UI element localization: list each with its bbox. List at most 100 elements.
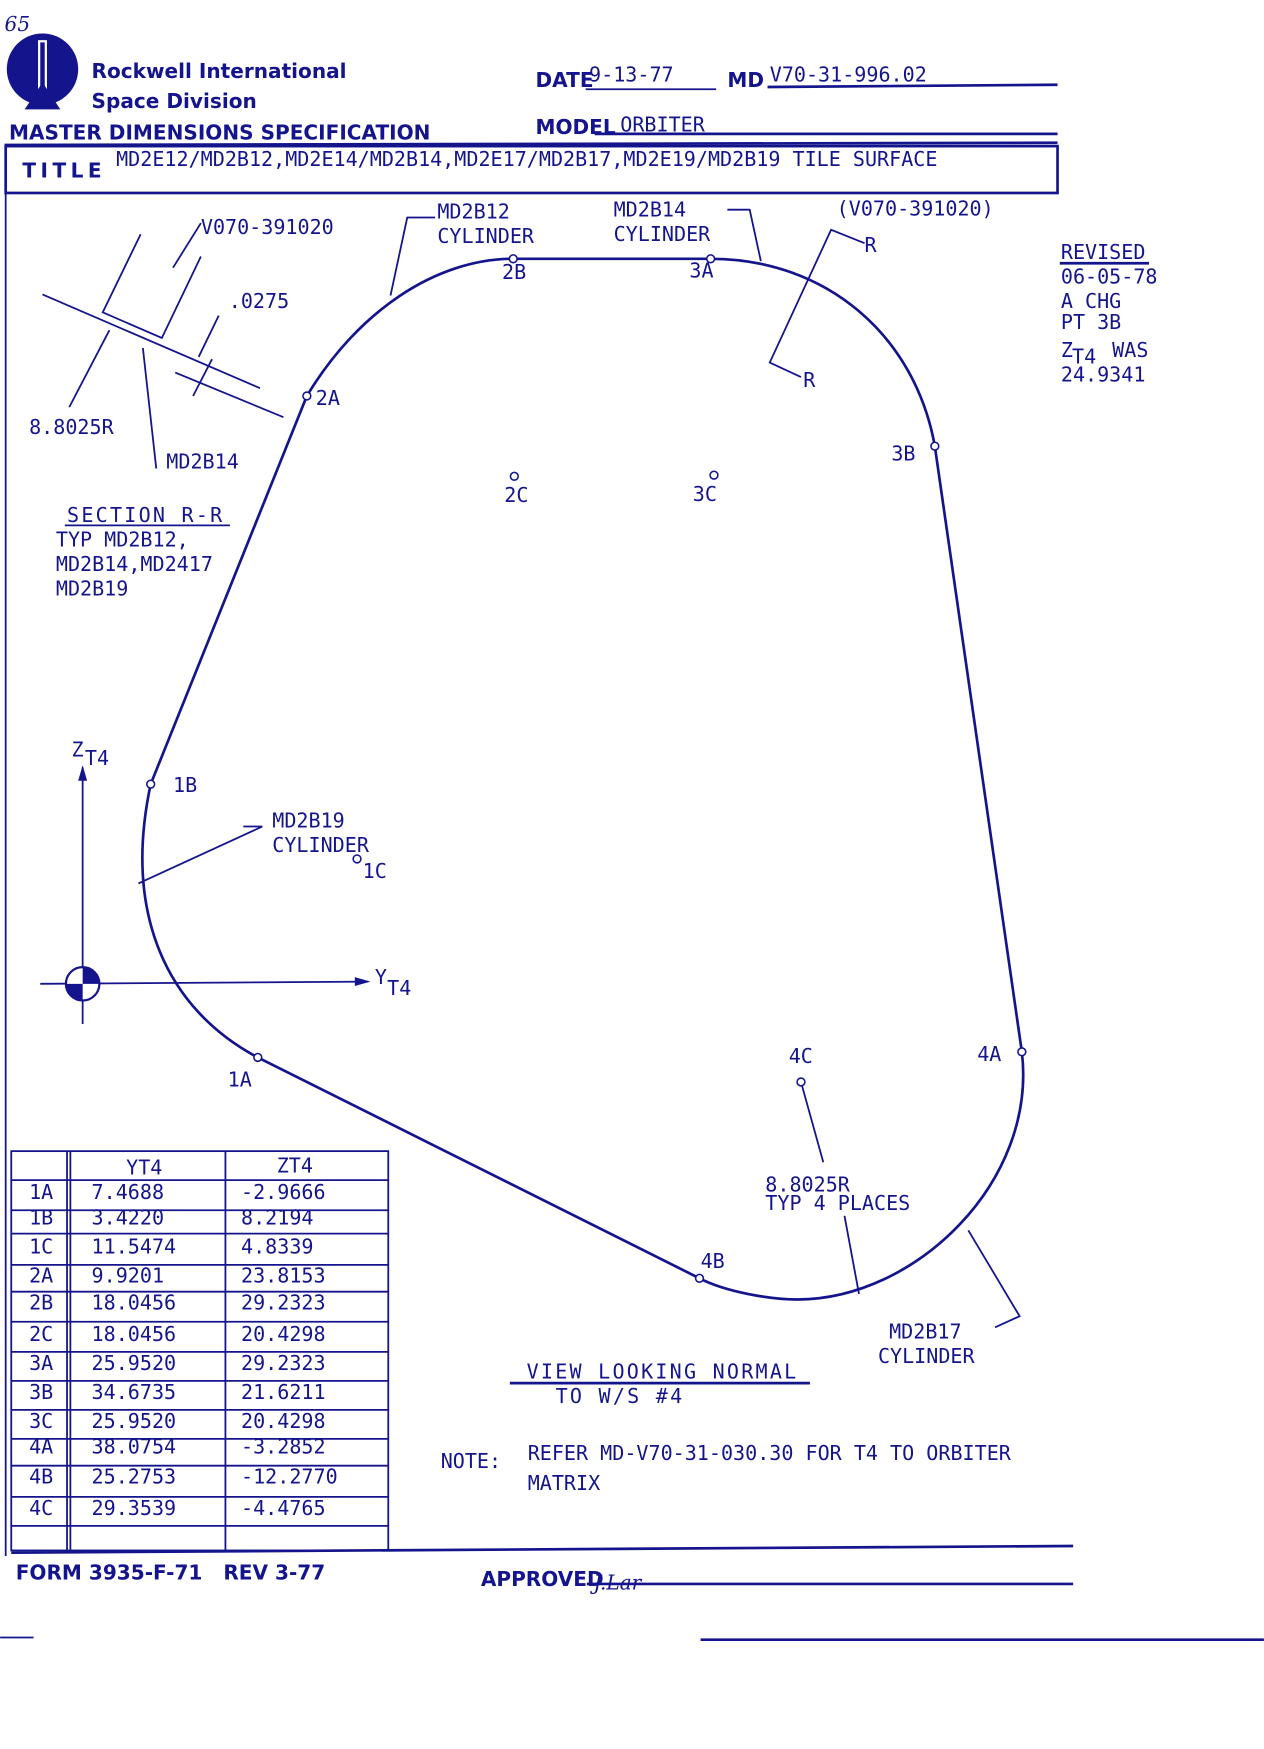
yt4-cell: 25.2753 [92, 1465, 177, 1489]
y-axis-sub: T4 [387, 976, 411, 1000]
point-markers [146, 254, 1027, 1283]
yt4-cell: 11.5474 [92, 1235, 177, 1259]
revision-was: WAS [1112, 338, 1148, 362]
point-label-2a: 2A [316, 386, 340, 410]
yt4-cell: 3.4220 [92, 1206, 164, 1230]
yt4-cell: 38.0754 [92, 1434, 177, 1458]
yt4-cell: 29.3539 [92, 1496, 177, 1520]
company-name: Rockwell International [92, 59, 347, 83]
approved-label: APPROVED [481, 1567, 604, 1591]
form-number: FORM 3935-F-71 REV 3-77 [16, 1560, 325, 1584]
label-r-top: R [865, 233, 878, 257]
section-callout-part: V070-391020 [201, 215, 334, 239]
yt4-cell: 18.0456 [92, 1291, 177, 1315]
point-cell: 3A [29, 1351, 53, 1375]
view-subtitle: TO W/S #4 [556, 1384, 685, 1408]
section-thickness: .0275 [229, 289, 289, 313]
point-label-4b: 4B [701, 1249, 725, 1273]
note-label: NOTE: [441, 1449, 501, 1473]
point-label-2c: 2C [504, 483, 528, 507]
label-md2b14: MD2B14 [614, 197, 686, 221]
revision-heading: REVISED [1061, 240, 1146, 264]
point-label-3b: 3B [891, 442, 915, 466]
zt4-cell: 29.2323 [241, 1291, 326, 1315]
yt4-cell: 18.0456 [92, 1322, 177, 1346]
revision-date: 06-05-78 [1061, 264, 1158, 288]
label-section-ref: (V070-391020) [837, 196, 994, 220]
point-cell: 4A [29, 1434, 53, 1458]
t4-axes [40, 765, 371, 1024]
view-title: VIEW LOOKING NORMAL [527, 1360, 799, 1384]
approval-signature: J.Lar [590, 1570, 643, 1594]
note-line-2: MATRIX [528, 1471, 600, 1495]
point-label-4c: 4C [789, 1044, 813, 1068]
point-label-4a: 4A [977, 1042, 1001, 1066]
zt4-cell: -12.2770 [241, 1465, 338, 1489]
point-cell: 1C [29, 1235, 53, 1259]
section-line-3: MD2B19 [56, 577, 128, 601]
doc-type: MASTER DIMENSIONS SPECIFICATION [9, 120, 430, 144]
tile-surface-outline [141, 257, 1025, 1301]
section-line-1: TYP MD2B12, [56, 528, 189, 552]
section-radius: 8.8025R [29, 415, 114, 439]
label-md2b14-cylinder: CYLINDER [614, 222, 712, 246]
title-label: TITLE [22, 158, 106, 182]
label-md2b12-cylinder: CYLINDER [437, 224, 535, 248]
table-row: 4C 29.3539 -4.4765 [11, 1496, 389, 1527]
note-line-1: REFER MD-V70-31-030.30 FOR T4 TO ORBITER [528, 1441, 1012, 1465]
table-header-yt4: YT4 [126, 1156, 162, 1180]
md-number: V70-31-996.02 [770, 62, 927, 86]
point-cell: 4B [29, 1465, 53, 1489]
zt4-cell: 23.8153 [241, 1264, 326, 1288]
page-mark: 65 [5, 12, 31, 36]
model-label: MODEL [536, 115, 616, 139]
point-cell: 2A [29, 1264, 53, 1288]
section-r-r-detail [42, 222, 284, 469]
zt4-cell: -3.2852 [241, 1434, 326, 1458]
point-cell: 2B [29, 1291, 53, 1315]
division-name: Space Division [92, 89, 257, 113]
zt4-cell: 21.6211 [241, 1380, 326, 1404]
table-row: 4B 25.2753 -12.2770 [11, 1465, 389, 1498]
label-typ-places: TYP 4 PLACES [765, 1191, 910, 1215]
table-row: 4A 38.0754 -3.2852 [11, 1434, 389, 1467]
zt4-cell: 29.2323 [241, 1351, 326, 1375]
zt4-cell: 8.2194 [241, 1206, 313, 1230]
point-cell: 1A [29, 1180, 53, 1204]
point-cell: 2C [29, 1322, 53, 1346]
date-value: 9-13-77 [589, 62, 674, 86]
label-md2b17: MD2B17 [889, 1320, 961, 1344]
point-cell: 3C [29, 1409, 53, 1433]
point-label-3a: 3A [689, 259, 713, 283]
y-axis-label: Y [375, 965, 387, 989]
zt4-cell: -4.4765 [241, 1496, 326, 1520]
revision-z: Z [1061, 338, 1073, 362]
yt4-cell: 34.6735 [92, 1380, 177, 1404]
section-line-2: MD2B14,MD2417 [56, 552, 213, 576]
revision-z-sub: T4 [1072, 345, 1096, 369]
revision-line-1: A CHG [1061, 289, 1121, 313]
table-row: 2B 18.0456 29.2323 [11, 1291, 389, 1323]
point-label-2b: 2B [502, 260, 526, 284]
point-label-1a: 1A [228, 1067, 252, 1091]
yt4-cell: 9.9201 [92, 1264, 164, 1288]
point-cell: 1B [29, 1206, 53, 1230]
section-heading: SECTION R-R [67, 503, 224, 527]
title-value: MD2E12/MD2B12,MD2E14/MD2B14,MD2E17/MD2B1… [116, 147, 937, 171]
label-r-bottom: R [803, 368, 816, 392]
rockwell-logo [6, 33, 79, 110]
date-label: DATE [536, 68, 594, 92]
label-md2b19: MD2B19 [272, 809, 344, 833]
table-header-zt4: ZT4 [277, 1153, 313, 1177]
section-part: MD2B14 [166, 449, 238, 473]
point-cell: 4C [29, 1496, 53, 1520]
revision-old-value: 24.9341 [1061, 362, 1146, 386]
yt4-cell: 7.4688 [92, 1180, 164, 1204]
